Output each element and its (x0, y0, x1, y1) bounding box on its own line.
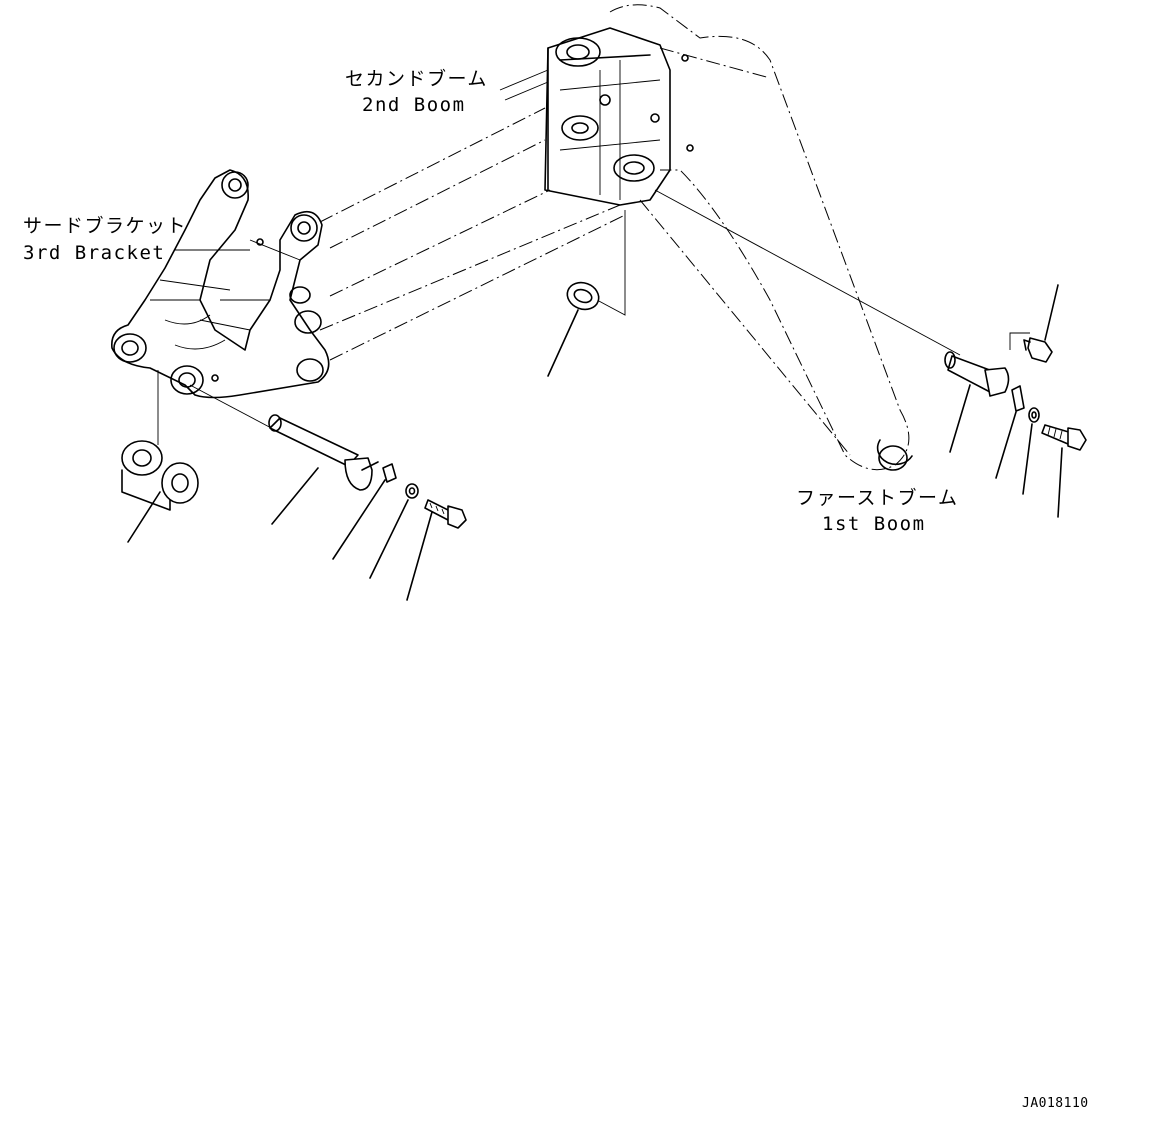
right-washer-icon (1028, 407, 1040, 423)
first-boom-outline (609, 4, 913, 471)
leader-line-center-shim (547, 309, 579, 377)
pin-icon (189, 384, 379, 491)
right-parts-group (654, 189, 1087, 518)
leader-line-right-bolt (1057, 447, 1063, 518)
right-pin-icon (944, 351, 1010, 397)
leader-line-shim (127, 491, 161, 543)
first-boom-label-en: 1st Boom (822, 513, 926, 535)
grease-fitting-icon (1009, 332, 1053, 363)
third-bracket-label-en: 3rd Bracket (23, 242, 165, 264)
leader-line-spring-pin (995, 411, 1017, 479)
first-boom-label-jp: ファーストブーム (796, 486, 958, 509)
leader-line-pin (271, 467, 319, 525)
second-boom-label-jp: セカンドブーム (345, 67, 488, 90)
right-bolt-icon (1041, 424, 1087, 451)
leader-line-right-washer (1022, 423, 1033, 495)
left-parts-group (121, 370, 467, 601)
leader-line-washer (369, 499, 409, 579)
bolt-icon (424, 499, 467, 529)
second-boom (319, 27, 694, 361)
spring-pin-icon (1011, 385, 1025, 412)
leader-line-right-pin (949, 384, 971, 453)
leader-line-bolt (406, 511, 433, 601)
leader-line-lock-plate (332, 479, 386, 560)
second-boom-label-en: 2nd Boom (362, 94, 466, 116)
washer-icon (405, 483, 419, 499)
leader-line-grease-fitting (1044, 284, 1059, 341)
third-bracket (111, 169, 330, 399)
drawing-code: JA018110 (1022, 1096, 1089, 1111)
shim-pair-icon (121, 440, 199, 511)
third-bracket-label-jp: サードブラケット (23, 214, 187, 237)
center-shim-group (547, 210, 626, 377)
lock-plate-icon (382, 463, 397, 483)
